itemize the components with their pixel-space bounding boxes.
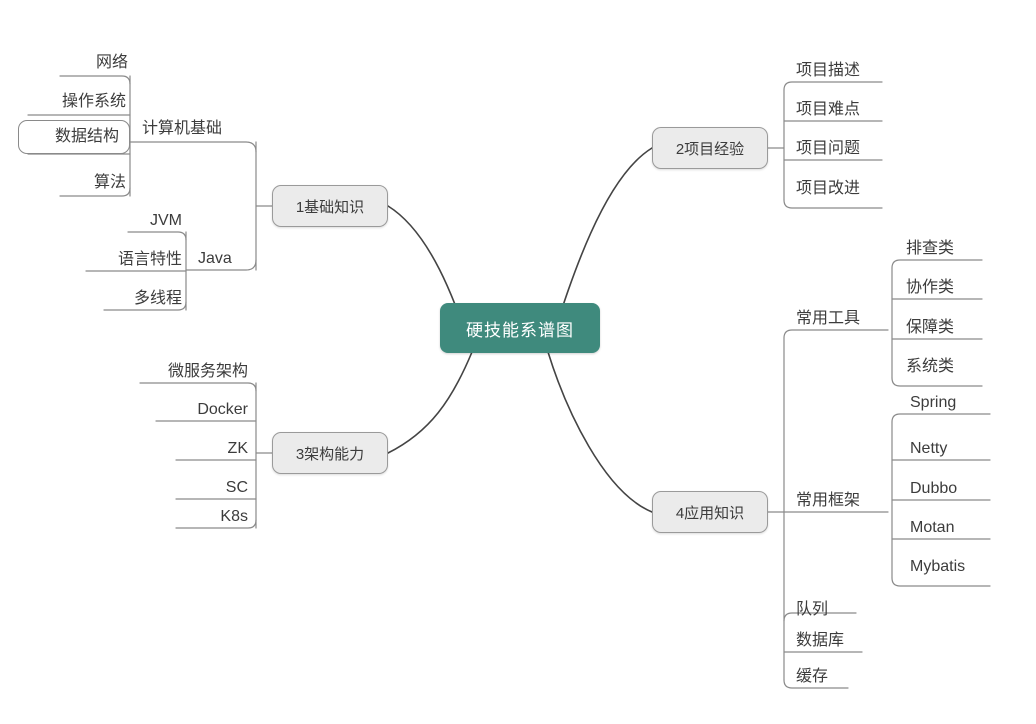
leaf-microservice-architecture[interactable]: 微服务架构 [167,363,248,381]
leaf-troubleshooting-tools[interactable]: 排查类 [906,240,955,258]
branch-node-application-label: 4应用知识 [675,504,745,522]
root-node-label: 硬技能系谱图 [466,320,574,340]
leaf-mybatis[interactable]: Mybatis [910,558,966,576]
leaf-spring[interactable]: Spring [910,394,957,412]
leaf-dubbo[interactable]: Dubbo [910,480,958,498]
leaf-sc[interactable]: SC [225,479,248,497]
group-label-computer-basics[interactable]: 计算机基础 [142,120,223,138]
branch-node-project-label: 2项目经验 [675,140,745,158]
leaf-motan[interactable]: Motan [910,519,955,537]
leaf-docker[interactable]: Docker [197,401,248,419]
leaf-algorithm[interactable]: 算法 [93,174,126,192]
group-label-java[interactable]: Java [198,250,232,268]
group-label-common-frameworks[interactable]: 常用框架 [796,492,861,510]
leaf-operating-system[interactable]: 操作系统 [61,93,126,111]
leaf-multithreading[interactable]: 多线程 [133,290,182,308]
root-node[interactable]: 硬技能系谱图 [440,303,600,353]
leaf-project-problem[interactable]: 项目问题 [796,140,861,158]
branch-node-application[interactable]: 4应用知识 [652,491,768,533]
group-label-common-tools[interactable]: 常用工具 [796,310,861,328]
leaf-assurance-tools[interactable]: 保障类 [906,319,955,337]
group-label-database[interactable]: 数据库 [796,632,845,650]
branch-node-basics-label: 1基础知识 [295,198,365,216]
leaf-netty[interactable]: Netty [910,440,948,458]
leaf-zk[interactable]: ZK [227,440,248,458]
leaf-system-tools[interactable]: 系统类 [906,358,955,376]
leaf-project-difficulty[interactable]: 项目难点 [796,101,861,119]
leaf-project-description[interactable]: 项目描述 [796,62,861,80]
leaf-network[interactable]: 网络 [95,54,128,72]
leaf-project-improvement[interactable]: 项目改进 [796,180,861,198]
branch-node-architecture-label: 3架构能力 [295,445,365,463]
leaf-language-features[interactable]: 语言特性 [117,251,182,269]
branch-node-project[interactable]: 2项目经验 [652,127,768,169]
group-label-cache[interactable]: 缓存 [796,668,829,686]
leaf-jvm[interactable]: JVM [150,212,182,230]
link-root-architecture [387,351,473,454]
branch-node-architecture[interactable]: 3架构能力 [272,432,388,474]
link-root-application [547,351,653,513]
leaf-k8s[interactable]: K8s [220,508,248,526]
leaf-data-structure[interactable]: 数据结构 [18,120,130,154]
branch-node-basics[interactable]: 1基础知识 [272,185,388,227]
leaf-collaboration-tools[interactable]: 协作类 [906,279,955,297]
group-label-queue[interactable]: 队列 [796,601,829,619]
